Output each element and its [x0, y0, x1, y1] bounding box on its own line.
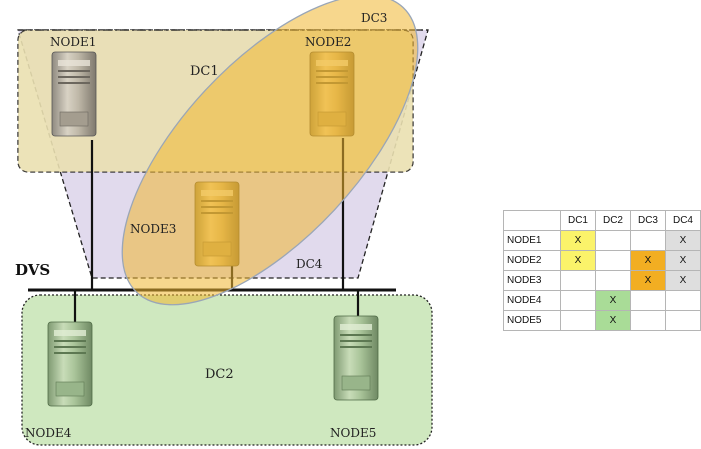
matrix-row: NODE4 X	[503, 290, 701, 311]
matrix-col-dc1: DC1	[560, 210, 596, 231]
node2-label: NODE2	[305, 35, 351, 49]
matrix-cell	[560, 310, 596, 331]
matrix-row-node: NODE1	[503, 230, 561, 251]
matrix-col-dc3: DC3	[630, 210, 666, 231]
server-icon-node1	[51, 51, 97, 137]
matrix-cell	[630, 310, 666, 331]
matrix-cell	[560, 290, 596, 311]
node3-label: NODE3	[130, 222, 176, 236]
matrix-cell	[630, 230, 666, 251]
matrix-row: NODE5 X	[503, 310, 701, 331]
matrix-row-node: NODE3	[503, 270, 561, 291]
matrix-row: NODE1 X X	[503, 230, 701, 251]
matrix-cell: X	[665, 270, 701, 291]
matrix-cell	[665, 290, 701, 311]
matrix-cell	[560, 270, 596, 291]
matrix-corner	[503, 210, 561, 231]
matrix-col-dc2: DC2	[595, 210, 631, 231]
matrix-header-row: DC1 DC2 DC3 DC4	[503, 210, 701, 231]
matrix-cell: X	[560, 230, 596, 251]
matrix-cell	[595, 270, 631, 291]
matrix-col-dc4: DC4	[665, 210, 701, 231]
node4-label: NODE4	[25, 426, 72, 440]
dc3-label: DC3	[361, 11, 387, 25]
dc3-region	[121, 0, 419, 306]
matrix-row-node: NODE4	[503, 290, 561, 311]
dc4-label: DC4	[296, 257, 323, 271]
server-icon-node4	[47, 321, 93, 407]
node5-label: NODE5	[330, 426, 376, 440]
matrix-cell	[595, 250, 631, 271]
matrix-cell: X	[665, 250, 701, 271]
matrix-cell	[665, 310, 701, 331]
matrix-cell: X	[630, 250, 666, 271]
server-icon-node5	[333, 315, 379, 401]
matrix-cell: X	[560, 250, 596, 271]
matrix-row-node: NODE5	[503, 310, 561, 331]
matrix-row-node: NODE2	[503, 250, 561, 271]
matrix-row: NODE2 X X X	[503, 250, 701, 271]
node1-label: NODE1	[50, 35, 96, 49]
matrix-cell	[595, 230, 631, 251]
matrix-cell: X	[595, 310, 631, 331]
matrix-cell: X	[665, 230, 701, 251]
dc1-label: DC1	[190, 64, 219, 79]
dc2-region	[21, 294, 433, 446]
matrix-cell: X	[595, 290, 631, 311]
matrix-cell: X	[630, 270, 666, 291]
dc2-label: DC2	[205, 367, 234, 382]
dvs-label: DVS	[15, 261, 50, 279]
membership-matrix: DC1 DC2 DC3 DC4 NODE1 X X NODE2 X X X NO…	[503, 210, 701, 331]
matrix-cell	[630, 290, 666, 311]
matrix-row: NODE3 X X	[503, 270, 701, 291]
